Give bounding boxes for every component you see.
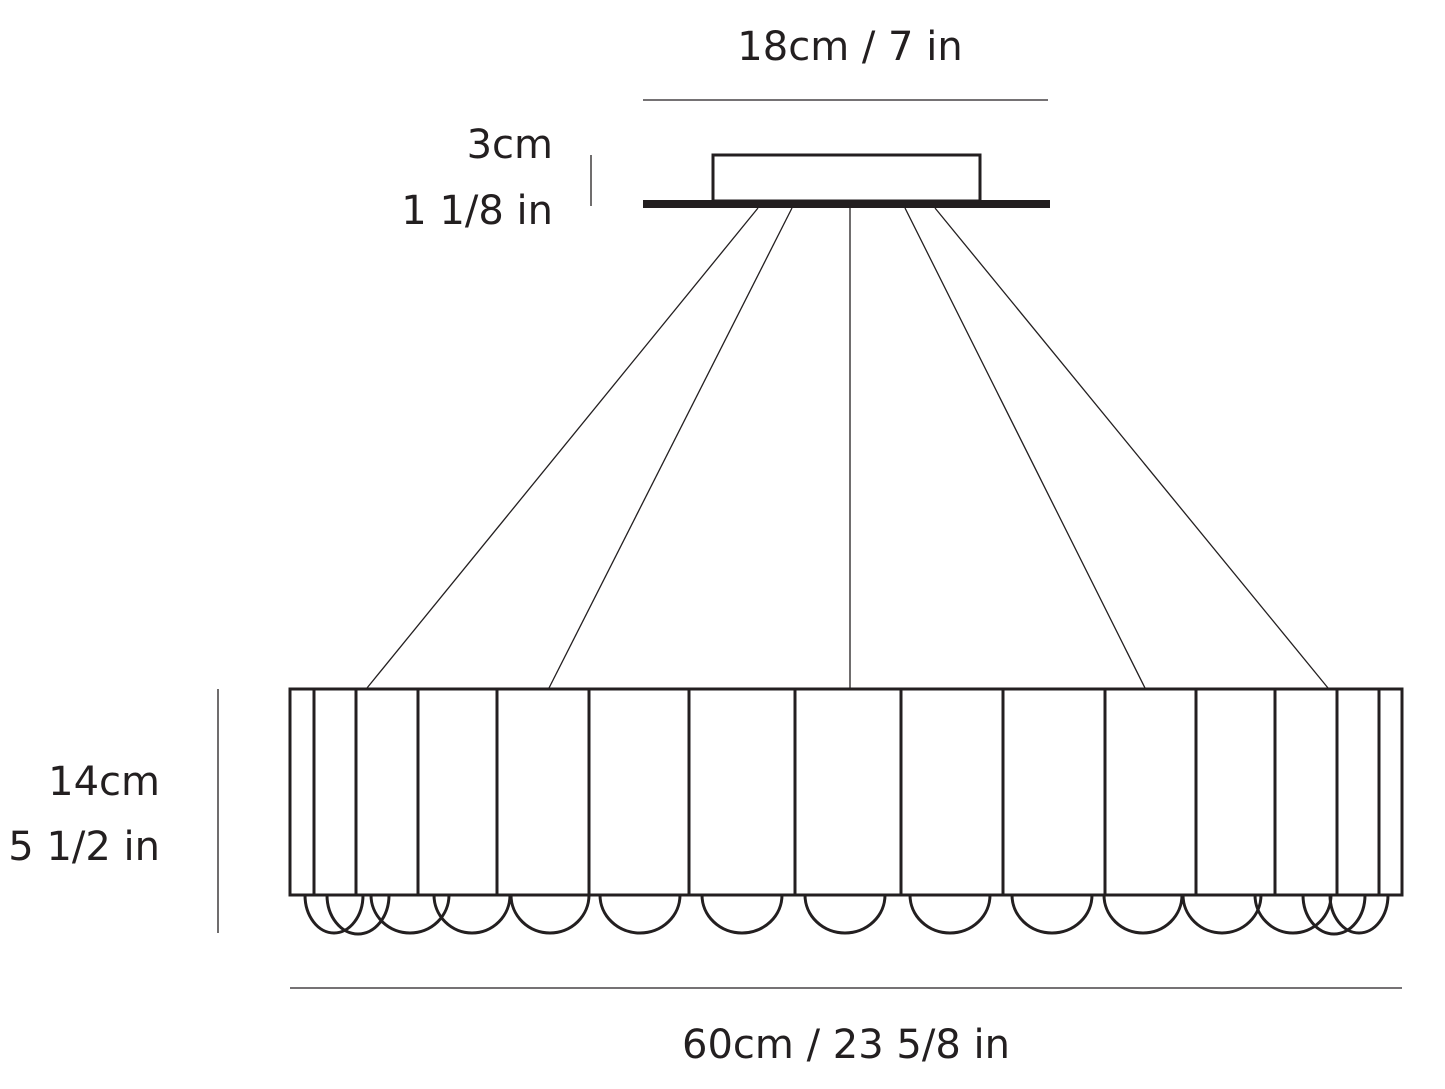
bulb	[1301, 894, 1367, 936]
bulb	[369, 894, 451, 935]
bulb	[325, 894, 391, 936]
canopy-height-cm-label: 3cm	[467, 122, 553, 168]
lamp-shade	[288, 687, 1404, 897]
bulb	[1102, 894, 1184, 935]
canopy-height-in-label: 1 1/8 in	[401, 188, 553, 234]
shade-height-in-label: 5 1/2 in	[8, 824, 160, 870]
overall-width-label: 60cm / 23 5/8 in	[682, 1022, 1010, 1068]
suspension-cables	[366, 207, 1329, 689]
bulbs	[303, 894, 1390, 936]
ceiling-canopy	[643, 153, 1050, 208]
cable	[366, 207, 759, 689]
bulb	[1181, 894, 1263, 935]
canopy-box	[711, 153, 982, 203]
bulb	[700, 894, 784, 935]
bulb	[303, 894, 365, 935]
bulb	[1253, 894, 1333, 935]
canopy-plate	[643, 200, 1050, 208]
cable	[548, 207, 793, 689]
bulb	[908, 894, 992, 935]
bulb	[432, 894, 512, 935]
shade-height-cm-label: 14cm	[48, 759, 160, 805]
shade-outline	[288, 687, 1404, 897]
canopy-width-label: 18cm / 7 in	[737, 24, 962, 70]
bulb	[1010, 894, 1094, 935]
bulb	[509, 894, 591, 935]
cable	[934, 207, 1329, 689]
cable	[904, 207, 1146, 689]
bulb	[598, 894, 682, 935]
bulb	[1328, 894, 1390, 935]
bulb	[803, 894, 887, 935]
